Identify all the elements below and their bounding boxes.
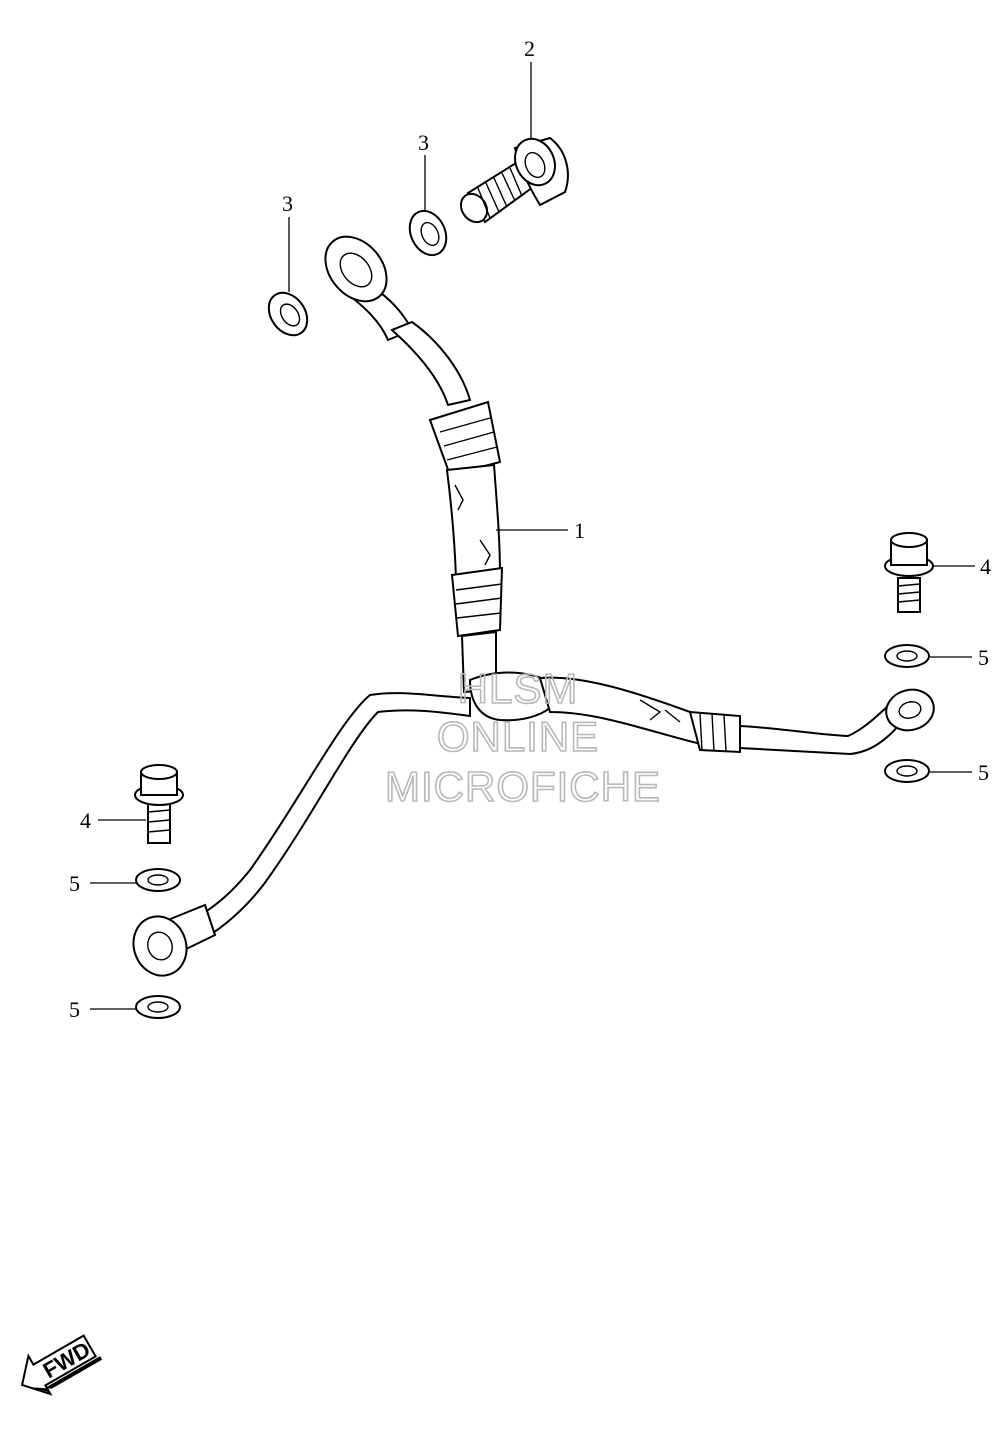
callout-washer-left-upper: 5 (69, 871, 80, 896)
callout-hose-assembly: 1 (574, 518, 585, 543)
gasket-right[interactable] (403, 205, 453, 261)
watermark-line-3: MICROFICHE (385, 763, 661, 810)
callout-bolt-left: 4 (80, 808, 91, 833)
hose-assembly[interactable] (125, 225, 938, 983)
gasket-left[interactable] (261, 285, 315, 342)
watermark-line-1: HLSM (458, 665, 579, 712)
callout-washer-right-lower: 5 (978, 760, 989, 785)
callout-washer-left-lower: 5 (69, 997, 80, 1022)
leader-lines (90, 62, 975, 1010)
watermark: HLSM ONLINE MICROFICHE (384, 664, 661, 811)
callout-union-bolt: 2 (524, 36, 535, 61)
washer-right-upper[interactable] (884, 644, 930, 668)
callout-gasket-left: 3 (282, 191, 293, 216)
washer-right-lower[interactable] (884, 759, 930, 783)
watermark-line-2: ONLINE (437, 713, 599, 760)
fwd-arrow-icon: FWD (20, 1334, 103, 1396)
washer-left-upper[interactable] (135, 868, 181, 892)
callout-gasket-right: 3 (418, 130, 429, 155)
washer-left-lower[interactable] (135, 995, 181, 1019)
callout-washer-right-upper: 5 (978, 645, 989, 670)
union-bolt[interactable] (456, 132, 569, 227)
callout-bolt-right: 4 (980, 554, 991, 579)
bolt-right[interactable] (884, 532, 934, 613)
bolt-left[interactable] (134, 764, 184, 844)
